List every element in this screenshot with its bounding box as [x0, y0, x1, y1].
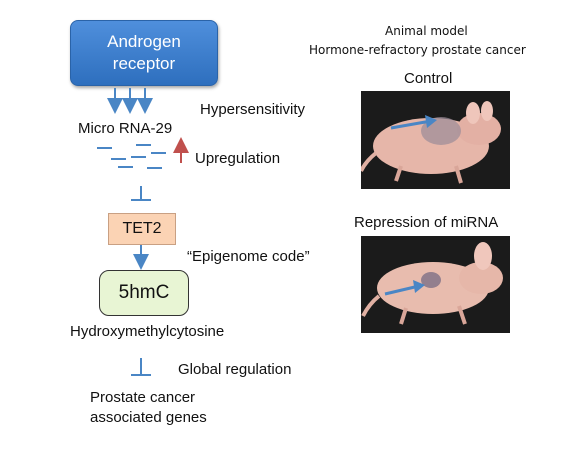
5hmc-box: 5hmC: [99, 270, 189, 316]
animal-model-subtitle: Hormone-refractory prostate cancer: [309, 43, 526, 57]
micro-rna-label: Micro RNA-29: [78, 120, 173, 137]
control-mouse-photo: [361, 91, 510, 189]
mirna-strands: [97, 144, 166, 169]
animal-model-title: Animal model: [385, 24, 468, 38]
5hmc-label: 5hmC: [118, 282, 170, 303]
target-genes-label: Prostate cancer associated genes: [90, 389, 207, 426]
upregulation-label: Upregulation: [195, 150, 281, 167]
tet2-box: TET2: [108, 213, 176, 245]
inhibition-to-tet2: [131, 186, 151, 201]
control-label: Control: [404, 70, 453, 87]
activation-arrows: [107, 88, 153, 114]
androgen-receptor-box: Androgen receptor: [70, 20, 218, 86]
tet2-label: TET2: [122, 220, 162, 237]
repression-label: Repression of miRNA: [354, 214, 499, 231]
global-regulation-label: Global regulation: [178, 361, 292, 378]
epigenome-code-label: “Epigenome code”: [187, 248, 310, 265]
inhibition-to-genes: [131, 358, 151, 376]
repression-mouse-photo: [361, 236, 510, 333]
hydroxymethylcytosine-label: Hydroxymethylcytosine: [70, 323, 225, 340]
hypersensitivity-label: Hypersensitivity: [200, 101, 306, 118]
androgen-receptor-label: Androgen receptor: [107, 32, 181, 73]
